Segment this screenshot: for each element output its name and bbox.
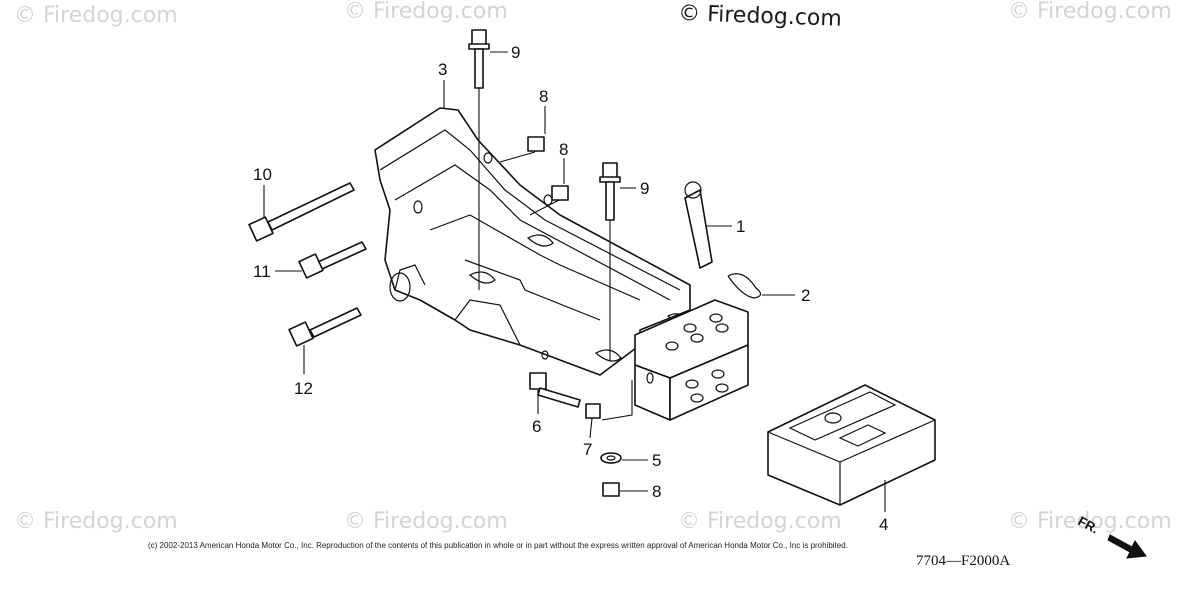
nut-8-top	[527, 136, 545, 152]
assembly-line	[529, 199, 560, 216]
watermark: © Firedog.com	[14, 509, 178, 534]
watermark: © Firedog.com	[14, 3, 178, 28]
bolt-12	[288, 307, 362, 347]
frame-bracket	[374, 107, 691, 376]
nut-7	[585, 403, 601, 419]
callout-9[interactable]: 9	[640, 179, 649, 198]
callout-7[interactable]: 7	[583, 440, 592, 459]
watermark: © Firedog.com	[344, 0, 508, 24]
callout-10[interactable]: 10	[253, 165, 272, 184]
hitch-clip	[727, 273, 762, 299]
bolt-9-top	[468, 29, 490, 89]
callout-5[interactable]: 5	[652, 451, 661, 470]
watermark: © Firedog.com	[678, 1, 842, 32]
callout-6[interactable]: 6	[532, 417, 541, 436]
hitch-pin	[684, 181, 713, 269]
bolt-10	[248, 182, 355, 242]
nut-8-bottom	[602, 482, 620, 497]
callout-1[interactable]: 1	[736, 217, 745, 236]
bolt-11	[298, 241, 367, 279]
hitch-receiver	[634, 299, 749, 421]
bolt-6	[529, 372, 581, 408]
callout-2[interactable]: 2	[801, 286, 810, 305]
callout-4[interactable]: 4	[879, 515, 888, 534]
callout-8[interactable]: 8	[539, 87, 548, 106]
counter-weight	[767, 384, 936, 506]
callout-11[interactable]: 11	[253, 262, 271, 281]
leader-7	[589, 417, 593, 439]
assembly-line	[601, 380, 633, 421]
copyright-notice: (c) 2002-2013 American Honda Motor Co., …	[148, 541, 848, 550]
callout-3[interactable]: 3	[438, 60, 447, 79]
front-arrow-icon	[1107, 534, 1147, 559]
washer-5	[600, 452, 622, 464]
watermark: © Firedog.com	[344, 509, 508, 534]
watermark: © Firedog.com	[678, 509, 842, 534]
assembly-line	[499, 151, 536, 163]
diagram-code: 7704—F2000A	[916, 553, 1010, 569]
nut-8-mid	[551, 185, 569, 201]
watermark: © Firedog.com	[1008, 509, 1172, 534]
callout-12[interactable]: 12	[294, 379, 313, 398]
callout-8[interactable]: 8	[652, 482, 661, 501]
callout-9[interactable]: 9	[511, 43, 520, 62]
callout-8[interactable]: 8	[559, 140, 568, 159]
bolt-9-right	[599, 162, 621, 221]
watermark: © Firedog.com	[1008, 0, 1172, 24]
